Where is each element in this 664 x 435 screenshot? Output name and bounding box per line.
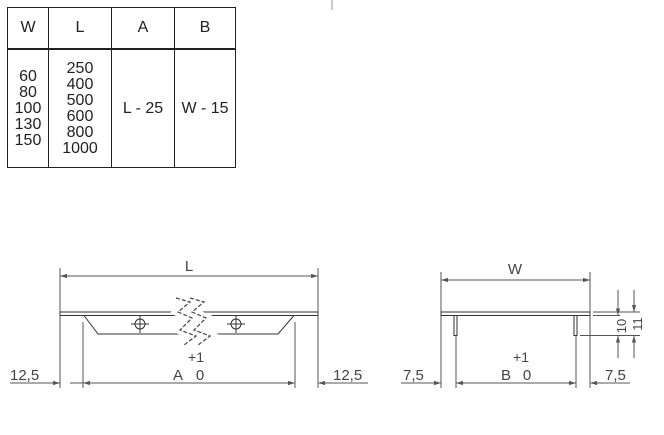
b-label: B	[501, 367, 511, 384]
l-value: 1000	[62, 139, 98, 157]
right-offset-label: 12,5	[333, 367, 362, 384]
end-left-offset-label: 7,5	[403, 367, 424, 384]
b-tolerance-upper: +1	[513, 349, 529, 365]
w-value: 150	[14, 131, 42, 149]
width-label: W	[508, 261, 523, 278]
w-value: 130	[14, 115, 42, 133]
end-leg-left	[453, 315, 458, 336]
l-value: 500	[66, 91, 94, 109]
l-value: 400	[66, 75, 94, 93]
end-plate	[440, 311, 591, 316]
l-value: 800	[66, 123, 94, 141]
header-w: W	[7, 7, 49, 50]
end-right-offset-label: 7,5	[605, 367, 626, 384]
w-value-list: 60 80 100 130 150	[8, 67, 48, 149]
height-11-label: 11	[630, 317, 645, 331]
left-offset-label: 12,5	[10, 367, 39, 384]
break-symbol	[169, 293, 220, 349]
b-tolerance-lower: 0	[523, 367, 531, 384]
mounting-hole-left	[131, 315, 149, 333]
a-tolerance-lower: 0	[196, 367, 204, 384]
header-l: L	[48, 7, 112, 50]
dimension-table: W L A B 60 80 100 130 150 250 400 500	[7, 7, 236, 168]
a-label: A	[173, 367, 183, 384]
length-label: L	[185, 258, 193, 275]
w-value: 60	[19, 67, 37, 85]
cell-l-values: 250 400 500 600 800 1000	[48, 48, 112, 168]
end-view	[401, 272, 640, 388]
height-10-label: 10	[614, 319, 629, 333]
cell-w-values: 60 80 100 130 150	[7, 48, 49, 168]
side-view	[10, 268, 368, 388]
l-value: 600	[66, 107, 94, 125]
mounting-hole-right	[227, 315, 245, 333]
cell-b-formula: W - 15	[174, 48, 236, 168]
header-b: B	[174, 7, 236, 50]
end-leg-right	[573, 315, 578, 336]
a-tolerance-upper: +1	[188, 349, 204, 365]
l-value-list: 250 400 500 600 800 1000	[49, 59, 111, 157]
l-value: 250	[66, 59, 94, 77]
w-value: 100	[14, 99, 42, 117]
w-value: 80	[19, 83, 37, 101]
